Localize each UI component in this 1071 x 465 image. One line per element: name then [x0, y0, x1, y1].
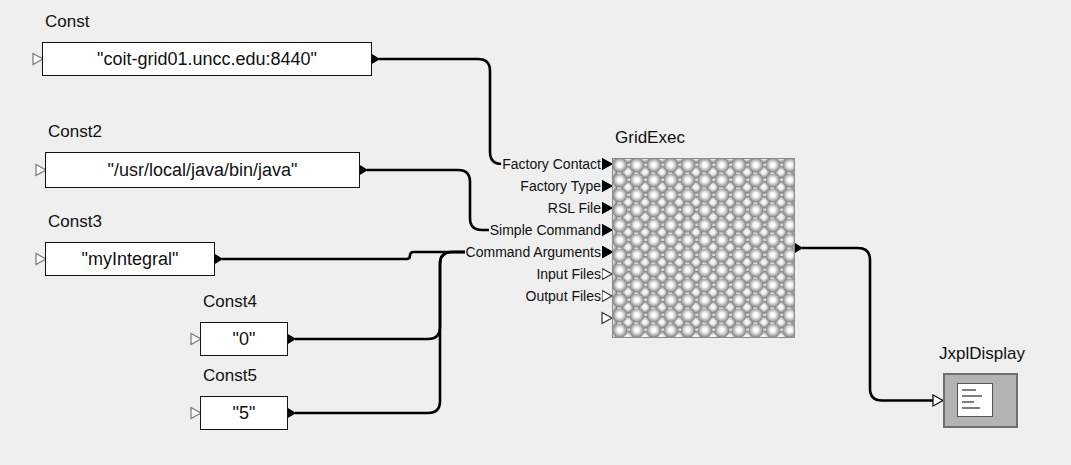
arrowhead — [933, 395, 943, 406]
wire — [295, 252, 602, 339]
port-label: Command Arguments — [465, 245, 602, 260]
input-port — [602, 269, 612, 280]
arrowhead — [602, 247, 612, 258]
constant-value: "coit-grid01.uncc.edu:8440" — [97, 49, 317, 70]
input-port — [602, 313, 612, 324]
port-label: RSL File — [547, 201, 602, 216]
constant-value: "myIntegral" — [82, 249, 179, 270]
block-title: Const4 — [203, 292, 257, 312]
port-label: Input Files — [535, 267, 602, 282]
block-title: Const5 — [203, 366, 257, 386]
constant-value: "/usr/local/java/bin/java" — [108, 160, 298, 181]
connector — [370, 54, 612, 170]
port-label: Output Files — [525, 289, 602, 304]
constant-box: Const3"myIntegral" — [45, 242, 215, 276]
connector — [286, 247, 612, 345]
constant-box: Const4"0" — [200, 322, 288, 356]
process-block: GridExecFactory ContactFactory TypeRSL F… — [612, 158, 795, 338]
constant-value: "0" — [233, 329, 256, 350]
input-port — [602, 203, 612, 214]
block-title: Const — [45, 12, 89, 32]
arrowhead — [602, 225, 612, 236]
port-label: Factory Contact — [501, 157, 602, 172]
arrowhead — [602, 159, 612, 170]
wire — [295, 252, 602, 413]
wire — [802, 248, 933, 401]
display-icon — [957, 383, 993, 417]
wire — [367, 170, 602, 230]
block-title: GridExec — [615, 128, 685, 148]
block-title: Const3 — [48, 212, 102, 232]
constant-value: "5" — [233, 403, 256, 424]
block-title: JxplDisplay — [939, 344, 1025, 364]
wire — [379, 59, 602, 164]
constant-box: Const"coit-grid01.uncc.edu:8440" — [42, 42, 372, 76]
connector — [286, 247, 612, 419]
constant-box: Const2"/usr/local/java/bin/java" — [45, 152, 360, 188]
block-title: Const2 — [48, 122, 102, 142]
port-label: Simple Command — [489, 223, 602, 238]
display-block: JxplDisplay — [943, 373, 1018, 428]
input-port — [602, 181, 612, 192]
display-lines — [958, 384, 991, 415]
arrowhead — [602, 247, 612, 258]
constant-box: Const5"5" — [200, 396, 288, 430]
arrowhead — [602, 247, 612, 258]
connector — [793, 243, 943, 407]
port-label: Factory Type — [519, 179, 602, 194]
input-port — [602, 291, 612, 302]
